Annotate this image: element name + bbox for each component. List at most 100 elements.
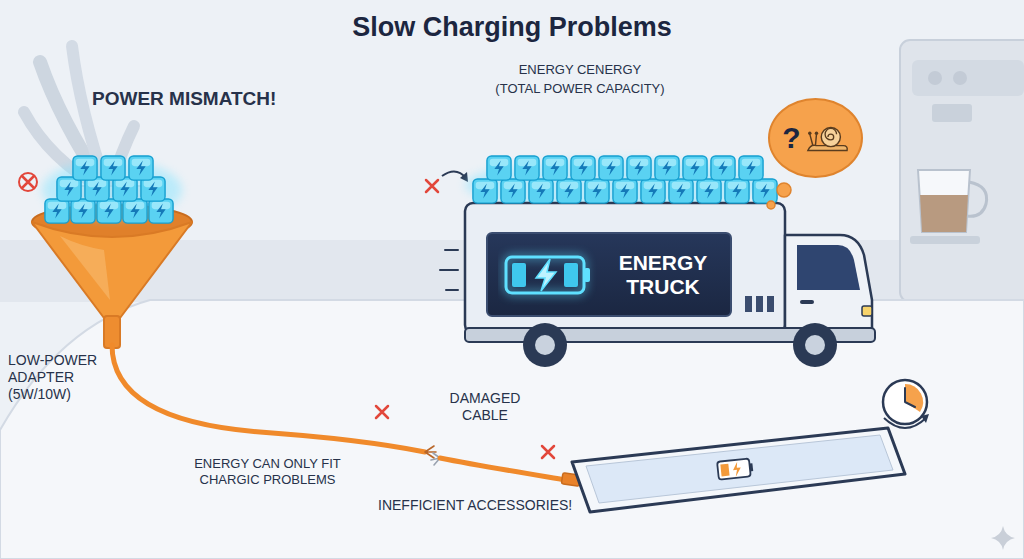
accessories-label: INEFFICIENT ACCESSORIES! [378,497,598,514]
funnel-highlight [60,236,110,300]
wheel [793,323,837,367]
energy-cube [571,156,595,180]
energy-cube [515,156,539,180]
frayed-strands [425,446,436,458]
phone [572,428,905,512]
machine-nozzle [932,104,972,122]
hub [535,335,555,355]
battery-nub [749,463,753,471]
machine-knob [928,71,942,85]
hub [805,335,825,355]
wheel [523,323,567,367]
energy-cube [501,179,525,203]
cable-label: DAMAGED CABLE [440,390,530,424]
battery-icon [498,245,598,305]
adapter-label-box: LOW-POWER ADAPTER (5W/10W) [8,352,104,402]
note-label: ENERGY CAN ONLY FIT CHARGIC PROBLEMS [180,456,355,487]
battery-bar [564,263,578,287]
clock-face [883,380,927,424]
headlight [862,306,872,316]
battery-glow [506,257,584,293]
machine-knob [953,71,967,85]
cross-mark [542,446,554,458]
cable-wire [440,458,566,480]
cable [112,345,581,486]
charge-indicator [745,296,752,312]
cable-label-box: DAMAGED CABLE [440,390,530,424]
motion-lines [440,250,458,290]
energy-cube [627,156,651,180]
energy-cube [753,179,777,203]
energy-cube [557,179,581,203]
battery-level [720,464,729,477]
low-battery-icon [717,458,754,480]
bubble-text: ? [782,123,800,153]
energy-cube [487,156,511,180]
energy-cube [71,199,95,223]
drip-tray [910,236,980,244]
battery-bar [512,263,526,287]
funnel-cone [32,222,192,318]
energy-cube [585,179,609,203]
energy-cubes [473,156,777,203]
phone-body [572,428,905,512]
phone-screen [586,435,893,503]
cross-mark [376,406,388,418]
cross-circle [19,173,37,191]
cab-window [797,245,860,290]
energy-cube [739,156,763,180]
coffee-machine [900,40,1024,302]
capacity-label: ENERGY CENERGY [480,62,680,78]
door-handle [800,300,814,304]
battery-outline [717,458,751,479]
snail-antennae [809,134,816,145]
battery-bolt [536,259,556,291]
cargo-box [465,203,785,333]
capacity-note: (TOTAL POWER CAPACITY) [470,81,690,97]
energy-cube [641,179,665,203]
adapter-label: LOW-POWER ADAPTER (5W/10W) [8,352,104,402]
bubble-tail [767,183,791,209]
cup-handle [967,182,987,216]
title-box: Slow Charging Problems [0,12,1024,43]
energy-cube [529,179,553,203]
snail-eye [808,131,811,134]
energy-cube [123,199,147,223]
machine-body [900,40,1024,302]
bubble-dot [777,183,791,197]
capacity-note-box: (TOTAL POWER CAPACITY) [470,81,690,97]
energy-cube [613,179,637,203]
panel-text: ENERGY TRUCK [608,251,718,297]
battery-nub [584,268,590,282]
energy-cube [599,156,623,180]
energy-cube [711,156,735,180]
energy-cube [655,156,679,180]
shell-spiral [825,128,836,139]
coffee [920,195,968,232]
snail-shell [821,127,840,146]
battery-bolt [732,461,742,477]
energy-cube [149,199,173,223]
cable-wire [112,345,425,452]
energy-cube [473,179,497,203]
headline-label: POWER MISMATCH! [92,88,322,111]
charge-indicator [756,296,763,312]
energy-cube [683,156,707,180]
tyre [793,323,837,367]
title: Slow Charging Problems [352,12,672,43]
bubble-dot [767,201,775,209]
truck-cab [785,235,872,335]
tyre [523,323,567,367]
energy-cube [725,179,749,203]
snail-eye [814,131,817,134]
clock-arrow-head [921,414,929,423]
charge-indicator [767,296,774,312]
coffee-cup [918,170,970,232]
energy-cube [129,156,153,180]
energy-cube [97,199,121,223]
capacity-label-box: ENERGY CENERGY [480,62,680,78]
cross [22,176,34,188]
clock-wedge [905,384,923,412]
